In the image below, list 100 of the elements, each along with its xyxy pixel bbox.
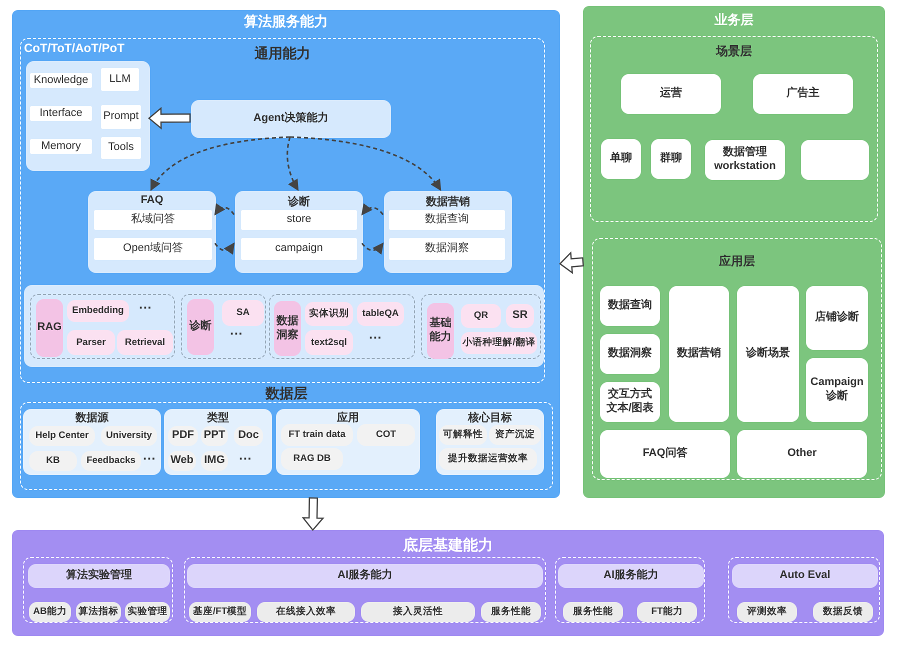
tag-box: 可解释性: [439, 425, 487, 445]
tag-box: AB能力: [29, 602, 71, 622]
tag-box: Feedbacks: [81, 451, 141, 471]
tag-box: Help Center: [29, 426, 95, 446]
tag-box: RAG: [36, 299, 63, 357]
section-heading: 核心目标: [468, 410, 512, 425]
section-heading: FAQ: [140, 194, 164, 206]
tag-box: PDF: [168, 426, 198, 446]
item-box: 数据洞察: [600, 334, 660, 374]
module-card: AI服务能力: [187, 564, 543, 588]
module-card: [23, 409, 161, 475]
section-heading: 数据层: [266, 385, 308, 403]
layer-panel: [12, 530, 884, 636]
tag-box: 实体识别: [305, 302, 353, 326]
module-card: Auto Eval: [732, 564, 878, 588]
arrow: [290, 136, 442, 191]
item-box: 数据查询: [600, 286, 660, 326]
tag-box: 数据反馈: [813, 602, 873, 622]
dashed-group: [181, 294, 266, 359]
module-card: [384, 191, 512, 273]
dashed-group: [728, 557, 880, 623]
tag-box: FT能力: [637, 602, 697, 622]
item-box: Open域问答: [94, 238, 212, 260]
section-heading: 应用层: [719, 253, 755, 270]
item-box: 私域问答: [94, 210, 212, 230]
tag-box: 评测效率: [737, 602, 797, 622]
tag-box: 服务性能: [481, 602, 541, 622]
layer-panel: [12, 10, 560, 498]
section-heading: CoT/ToT/AoT/PoT: [24, 41, 124, 55]
module-card: [436, 409, 544, 475]
tag-box: Doc: [234, 426, 263, 446]
ellipsis: ···: [239, 451, 252, 466]
tag-box: University: [101, 426, 157, 446]
dashed-group: [555, 557, 705, 623]
dashed-group: [592, 238, 882, 480]
dashed-group: [30, 294, 175, 359]
tag-box: 算法指标: [76, 602, 121, 622]
tag-box: 小语种理解/翻译: [461, 332, 537, 354]
item-box: 群聊: [651, 139, 691, 179]
ellipsis: ···: [369, 330, 382, 345]
tag-box: 服务性能: [563, 602, 623, 622]
tag-box: 诊断: [187, 299, 214, 355]
module-card: Agent决策能力: [191, 100, 391, 138]
item-box: 运营: [621, 74, 721, 114]
tag-box: Retrieval: [117, 330, 173, 355]
item-box: Knowledge: [30, 73, 92, 88]
tag-box: PPT: [201, 426, 228, 446]
tag-box: tableQA: [357, 302, 404, 326]
tag-box: 实验管理: [125, 602, 170, 622]
tag-box: 在线接入效率: [257, 602, 355, 622]
item-box: Memory: [30, 139, 92, 154]
tag-box: 基础能力: [427, 303, 454, 359]
tag-box: 接入灵活性: [361, 602, 475, 622]
item-box: Other: [737, 430, 867, 478]
tag-box: SA: [222, 300, 264, 326]
section-heading: 类型: [207, 410, 229, 425]
dashed-group: [20, 38, 545, 383]
module-card: [88, 191, 216, 273]
dashed-group: [184, 557, 546, 623]
layer-panel: [583, 6, 885, 498]
item-box: 店铺诊断: [806, 286, 868, 350]
block-arrow: [302, 497, 324, 532]
tag-box: COT: [357, 424, 415, 446]
section-heading: 应用: [337, 410, 359, 425]
section-heading: 算法服务能力: [244, 13, 328, 31]
item-box: 数据查询: [389, 210, 505, 230]
tag-box: IMG: [201, 451, 228, 471]
module-card: [276, 409, 420, 475]
item-box: campaign: [241, 238, 357, 260]
ellipsis: ···: [139, 300, 152, 315]
item-box: 数据洞察: [389, 238, 505, 260]
tag-box: RAG DB: [281, 448, 343, 470]
tag-box: Web: [168, 451, 196, 471]
module-card: AI服务能力: [558, 564, 704, 588]
dashed-group: [590, 36, 878, 222]
tag-box: text2sql: [305, 330, 353, 355]
section-heading: 数据营销: [426, 194, 470, 209]
arrow: [150, 136, 290, 191]
tag-box: Parser: [67, 330, 115, 355]
module-card: 算法实验管理: [28, 564, 170, 588]
section-heading: 数据源: [76, 411, 108, 425]
tag-box: 数据洞察: [274, 301, 301, 356]
dashed-group: [269, 294, 415, 359]
tag-box: SR: [506, 304, 534, 328]
dashed-group: [23, 557, 173, 623]
arrow: [214, 203, 235, 216]
item-box: Campaign 诊断: [806, 358, 868, 422]
ellipsis: ···: [230, 326, 243, 341]
item-box: 诊断场景: [737, 286, 799, 422]
item-box: Tools: [101, 137, 141, 159]
block-arrow: [559, 251, 584, 274]
tag-box: FT train data: [281, 424, 353, 446]
tag-box: 资产沉淀: [489, 425, 541, 445]
item-box: [801, 140, 869, 180]
block-arrow: [148, 106, 191, 130]
panel: [24, 285, 544, 367]
module-card: [164, 409, 272, 475]
item-box: Prompt: [101, 105, 141, 129]
tag-box: 基座/FT模型: [189, 602, 251, 622]
tag-box: KB: [29, 451, 77, 471]
